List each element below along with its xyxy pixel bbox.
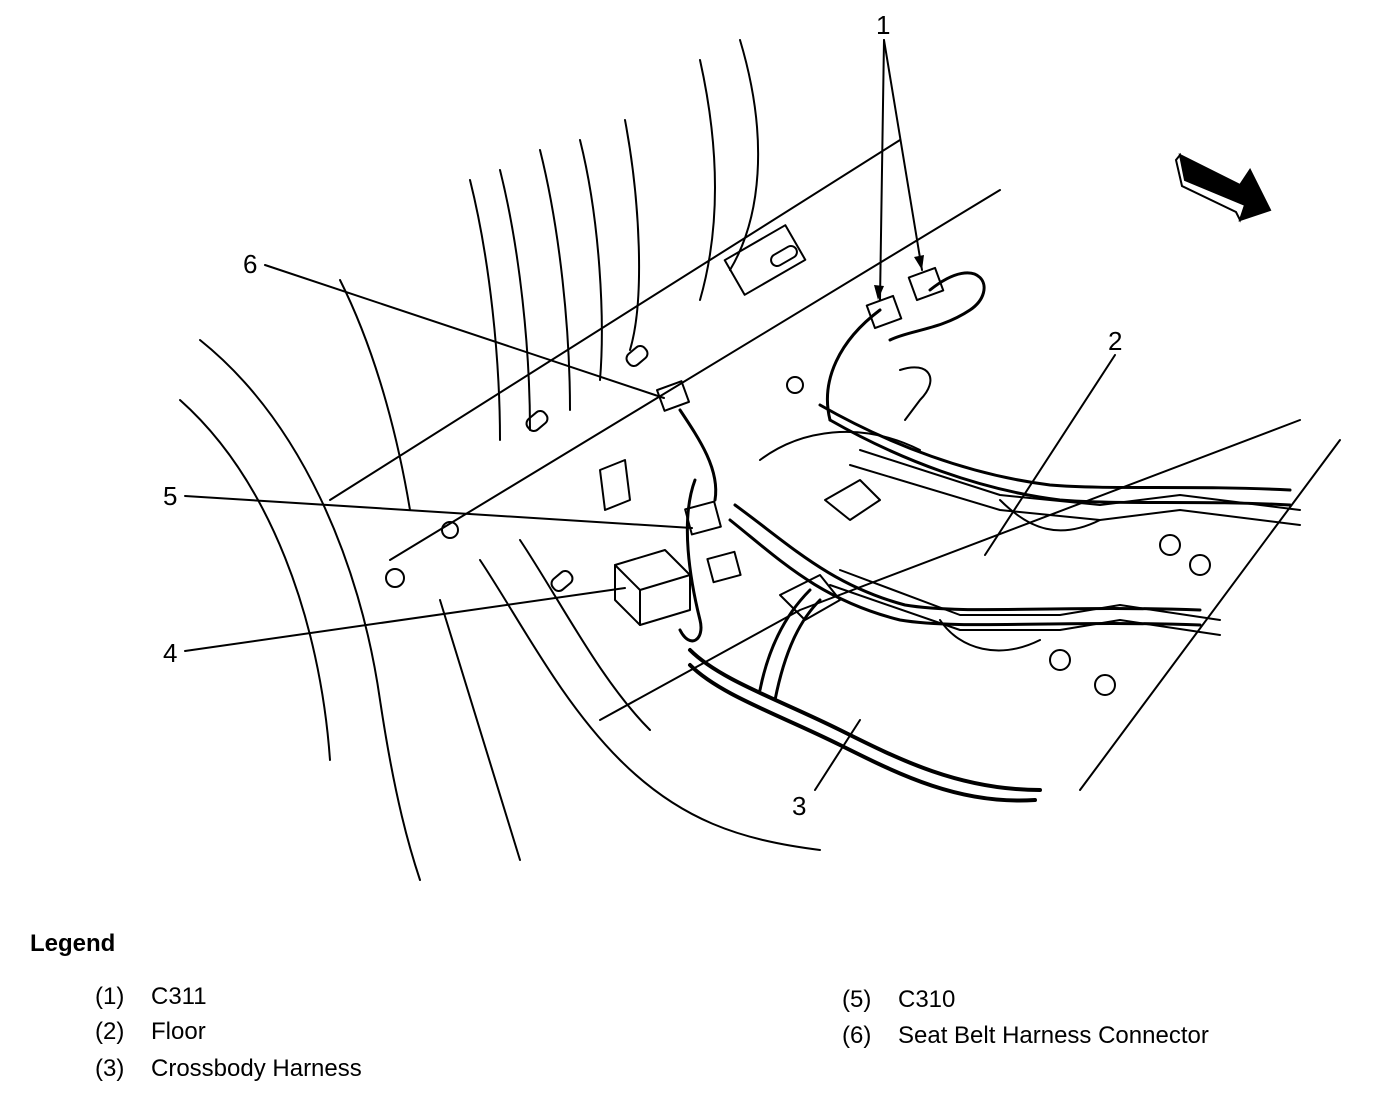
- pillar-panel-outline: [469, 179, 501, 441]
- pillar-panel-outline: [624, 119, 641, 351]
- bolt: [1049, 649, 1071, 671]
- harness-branch: [678, 478, 703, 643]
- legend-item-number: (6): [842, 1022, 872, 1049]
- floor-rail: [999, 499, 1101, 532]
- pillar-panel-outline: [339, 279, 411, 511]
- bracket: [723, 224, 807, 296]
- harness-branch: [733, 503, 1202, 612]
- leader-line-3: [814, 719, 861, 791]
- callout-2: 2: [1108, 326, 1122, 356]
- direction-arrow-icon: [1174, 152, 1272, 223]
- legend-item-number: (1): [95, 983, 125, 1010]
- pillar-panel-outline: [499, 169, 531, 431]
- harness-clip: [824, 479, 881, 521]
- legend-item-label: C310: [898, 986, 956, 1013]
- bolt: [1189, 554, 1211, 576]
- bolt: [1094, 674, 1116, 696]
- pillar-panel-outline: [179, 399, 331, 761]
- crossbody-harness: [758, 588, 812, 692]
- harness-branch: [828, 418, 1292, 507]
- slot: [525, 410, 549, 432]
- floor-rail: [849, 464, 1301, 526]
- module-box: [614, 549, 691, 626]
- bolt: [385, 568, 405, 588]
- slot: [550, 570, 574, 592]
- callout-1: 1: [876, 10, 890, 40]
- harness-clip: [599, 459, 631, 511]
- harness-branch: [818, 403, 1292, 492]
- c311-connector: [865, 294, 903, 330]
- pillar-panel-outline: [199, 339, 421, 881]
- legend-item: (3) Crossbody Harness: [95, 1054, 362, 1084]
- pillar-panel-outline: [579, 139, 603, 381]
- floor-edge: [519, 539, 651, 731]
- bolt: [786, 376, 804, 394]
- crossbody-harness: [688, 663, 1037, 803]
- leader-line-2: [984, 354, 1116, 556]
- pillar-panel-outline: [699, 59, 716, 301]
- floor-rail: [859, 449, 1301, 511]
- legend-item-label: Crossbody Harness: [151, 1055, 362, 1082]
- arrowhead: [874, 285, 884, 300]
- leader-line-5: [184, 495, 693, 529]
- c311-connector: [907, 266, 945, 302]
- pillar-panel-outline: [729, 39, 760, 271]
- legend-item: (5) C310: [842, 985, 955, 1015]
- legend-item: (2) Floor: [95, 1017, 206, 1047]
- legend-item: (6) Seat Belt Harness Connector: [842, 1021, 1209, 1051]
- harness-branch: [825, 308, 882, 422]
- harness-diagram: 1 2 3 4 5 6: [163, 10, 1341, 881]
- harness-branch: [678, 408, 718, 502]
- legend-item-label: Seat Belt Harness Connector: [898, 1022, 1209, 1049]
- floor-edge: [599, 419, 1301, 721]
- floor-edge: [1079, 439, 1341, 791]
- harness-clip: [899, 366, 932, 421]
- slot: [770, 245, 798, 267]
- floor-rail: [839, 569, 1221, 621]
- leader-line-4: [184, 587, 626, 652]
- crossbody-harness: [773, 598, 822, 702]
- callout-3: 3: [792, 791, 806, 821]
- leader-line-1: [883, 39, 923, 271]
- floor-rail: [939, 619, 1041, 652]
- floor-edge: [389, 189, 1001, 561]
- legend-item-number: (5): [842, 986, 872, 1013]
- harness-clip: [779, 574, 841, 621]
- legend-item: (1) C311: [95, 982, 207, 1012]
- leader-line-6: [264, 264, 665, 399]
- floor-edge: [479, 559, 821, 851]
- floor-edge: [759, 430, 921, 461]
- legend-title: Legend: [30, 930, 116, 957]
- arrowhead: [914, 255, 924, 270]
- callout-6: 6: [243, 249, 257, 279]
- legend-item-label: C311: [151, 983, 207, 1010]
- crossbody-harness: [688, 648, 1042, 792]
- bolt: [1159, 534, 1181, 556]
- legend-item-label: Floor: [151, 1018, 206, 1045]
- callout-5: 5: [163, 481, 177, 511]
- floor-edge: [439, 599, 521, 861]
- floor-edge: [329, 139, 901, 501]
- pillar-panel-outline: [539, 149, 571, 411]
- callout-4: 4: [163, 638, 177, 668]
- c310-connector: [706, 550, 742, 584]
- harness-branch: [888, 271, 986, 342]
- harness-branch: [728, 518, 1202, 627]
- slot: [625, 345, 649, 367]
- seat-belt-connector: [656, 380, 690, 412]
- bolt: [441, 521, 459, 539]
- c310-connector: [684, 500, 722, 536]
- leader-line-1: [879, 39, 885, 301]
- module-box: [614, 564, 691, 591]
- legend-item-number: (2): [95, 1018, 125, 1045]
- legend-item-number: (3): [95, 1055, 125, 1082]
